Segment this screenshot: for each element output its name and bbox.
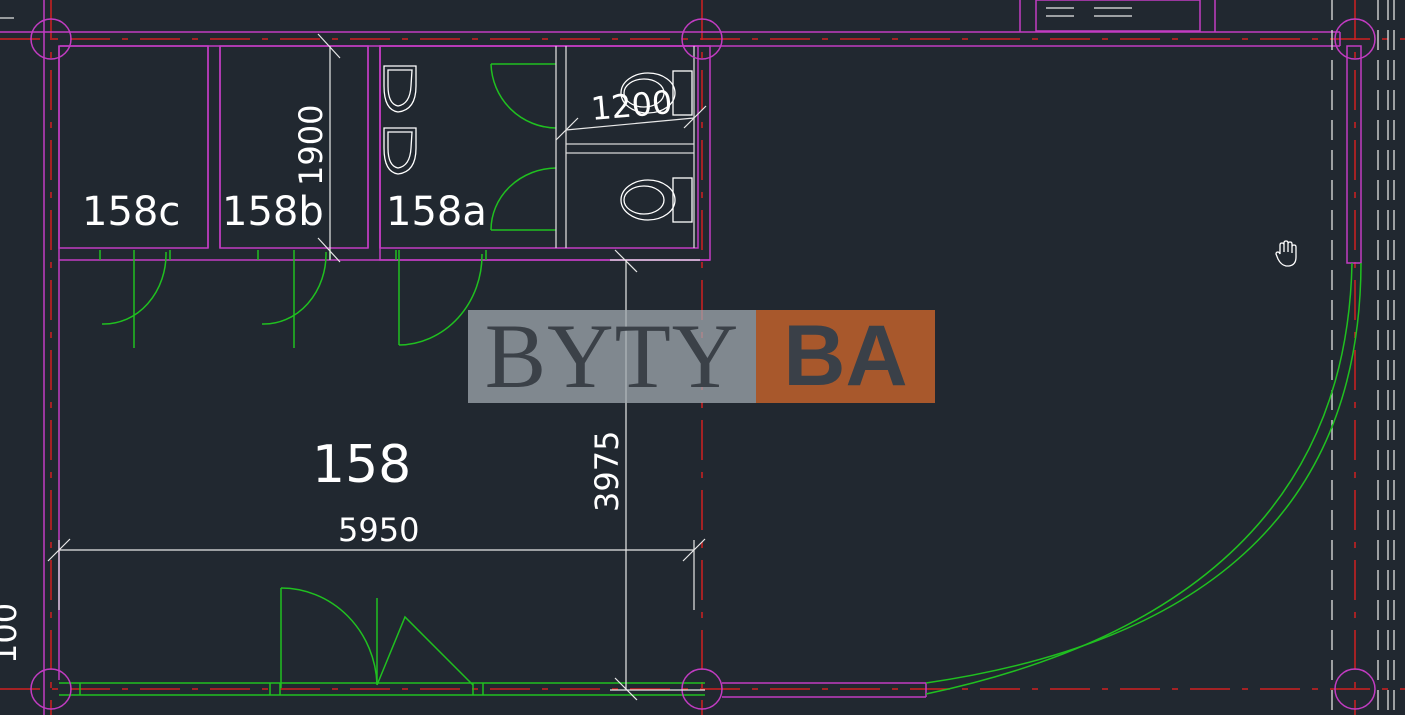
room-label-158c: 158c xyxy=(82,189,180,235)
room-label-158b: 158b xyxy=(222,189,324,235)
wc-partitions xyxy=(555,46,695,248)
watermark-logo: BYTY BA xyxy=(468,310,935,403)
curtain-wall xyxy=(59,262,1362,696)
watermark-right: BA xyxy=(756,310,935,403)
room-label-158: 158 xyxy=(312,435,411,495)
dimension-1900: 1900 xyxy=(292,105,330,186)
hand-pan-icon xyxy=(1275,240,1297,267)
watermark-left: BYTY xyxy=(468,310,756,403)
toilets xyxy=(620,70,693,223)
sinks xyxy=(383,65,417,175)
dimension-3975: 3975 xyxy=(588,431,626,512)
dimension-lines xyxy=(0,7,1132,701)
walls xyxy=(0,0,1362,715)
watermark-right-text: BA xyxy=(783,308,908,404)
watermark-left-text: BYTY xyxy=(484,305,740,407)
dimension-edge-partial: 100 xyxy=(0,603,24,664)
dimension-5950: 5950 xyxy=(338,511,419,549)
dimension-1200: 1200 xyxy=(589,83,673,128)
doors xyxy=(99,63,557,688)
room-label-158a: 158a xyxy=(386,189,487,235)
columns xyxy=(30,18,1376,710)
